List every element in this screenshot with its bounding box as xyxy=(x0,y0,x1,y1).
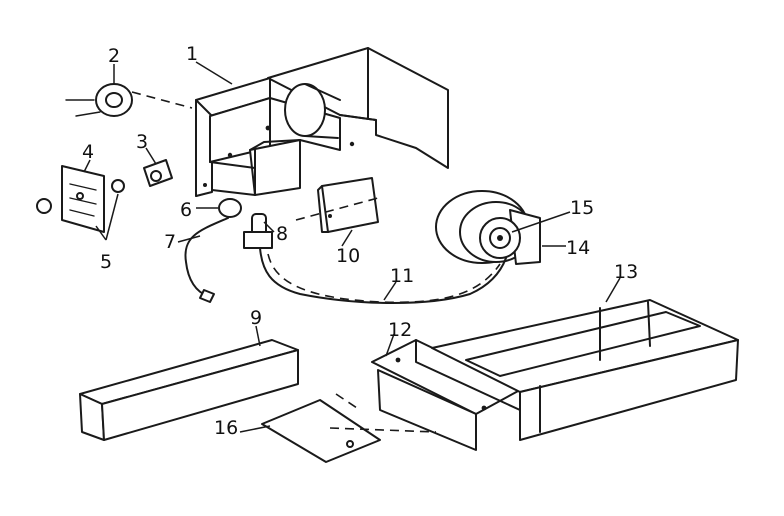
callout-15: 15 xyxy=(570,197,594,219)
part-1-housing xyxy=(195,47,449,197)
part-5-fasteners xyxy=(36,179,125,214)
part-8-fitting xyxy=(243,213,273,249)
part-4-sight-plate xyxy=(61,165,105,233)
part-11-flex-tube xyxy=(259,247,507,304)
callout-11: 11 xyxy=(390,265,414,287)
leader-lines xyxy=(83,61,621,433)
callout-2: 2 xyxy=(108,45,120,67)
callout-16: 16 xyxy=(214,417,238,439)
callout-5: 5 xyxy=(100,251,112,273)
callout-4: 4 xyxy=(82,141,94,163)
part-2-flange xyxy=(65,83,133,117)
callout-1: 1 xyxy=(186,43,198,65)
part-6-valve xyxy=(218,198,242,218)
part-9-duct xyxy=(79,339,299,441)
part-13-pan xyxy=(431,299,739,441)
callout-3: 3 xyxy=(136,131,148,153)
callout-7: 7 xyxy=(164,231,176,253)
part-3-bracket xyxy=(143,159,173,187)
callout-10: 10 xyxy=(336,245,360,267)
callout-8: 8 xyxy=(276,223,288,245)
callout-14: 14 xyxy=(566,237,590,259)
part-16-plate xyxy=(261,399,381,463)
alignment-line xyxy=(131,91,437,433)
part-10-cover-plate xyxy=(317,177,379,233)
callout-13: 13 xyxy=(614,261,638,283)
part-7-cord xyxy=(184,217,229,303)
callout-12: 12 xyxy=(388,319,412,341)
part-15-motor xyxy=(479,217,521,259)
callout-6: 6 xyxy=(180,199,192,221)
callout-9: 9 xyxy=(250,307,262,329)
